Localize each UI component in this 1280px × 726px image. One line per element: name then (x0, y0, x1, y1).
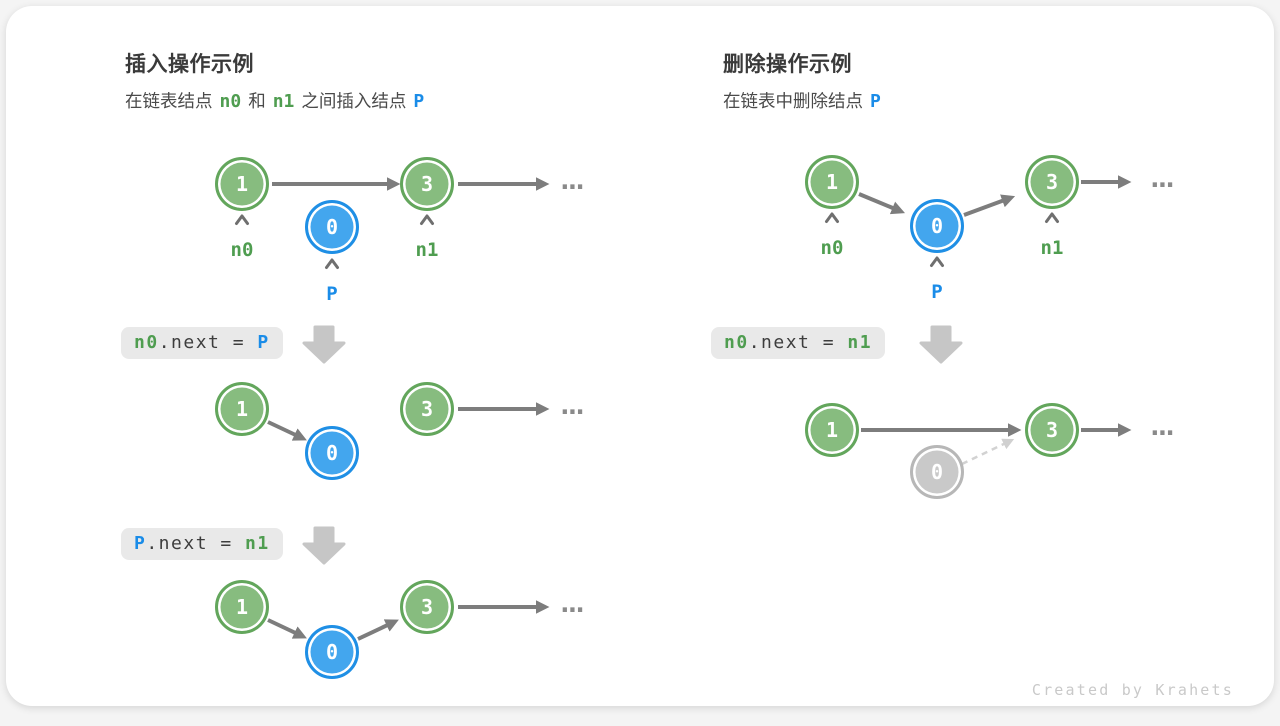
diagram-card: 插入操作示例 在链表结点 n0 和 n1 之间插入结点 P 1 3 0 ... n0 n1… (6, 6, 1274, 706)
subtitle-n0-ref: n0 (219, 91, 242, 112)
node-3: 3 (1025, 403, 1079, 457)
subtitle-p-ref: P (870, 91, 881, 112)
node-value: 0 (325, 215, 339, 239)
insert-panel-subtitle: 在链表结点 n0 和 n1 之间插入结点 P (125, 88, 431, 113)
node-value: 1 (825, 418, 839, 442)
node-value: 1 (235, 595, 249, 619)
node-value: 0 (325, 640, 339, 664)
node-1: 1 (215, 382, 269, 436)
node-value: 1 (235, 172, 249, 196)
label-p: P (326, 283, 338, 305)
code-n0-next-p: n0.next = P (121, 327, 283, 359)
label-p: P (931, 281, 943, 303)
code-p-next-n1: P.next = n1 (121, 528, 283, 560)
step-down-arrow-icons (302, 325, 963, 565)
ellipsis: ... (557, 391, 588, 421)
subtitle-n1-ref: n1 (272, 91, 295, 112)
ellipsis: ... (1147, 412, 1178, 442)
ellipsis: ... (557, 589, 588, 619)
node-p: 0 (305, 625, 359, 679)
node-value: 1 (825, 170, 839, 194)
code-mid: .next = (748, 332, 848, 353)
node-value: 3 (420, 172, 434, 196)
code-lhs: P (134, 533, 147, 554)
node-1: 1 (805, 155, 859, 209)
subtitle-text: 和 (248, 91, 266, 111)
code-mid: .next = (158, 332, 258, 353)
label-n0: n0 (230, 239, 254, 261)
delete-panel-title: 删除操作示例 (723, 53, 852, 76)
code-rhs: P (257, 332, 270, 353)
code-lhs: n0 (134, 332, 159, 353)
node-p: 0 (305, 426, 359, 480)
subtitle-text: 之间插入结点 (301, 91, 407, 111)
node-value: 3 (1045, 418, 1059, 442)
node-1: 1 (805, 403, 859, 457)
node-3: 3 (400, 382, 454, 436)
node-1: 1 (215, 157, 269, 211)
credit-text: Created by Krahets (1031, 681, 1234, 699)
code-rhs: n1 (847, 332, 873, 353)
node-3: 3 (400, 580, 454, 634)
node-value: 0 (930, 214, 944, 238)
ellipsis: ... (1147, 164, 1178, 194)
subtitle-p-ref: P (413, 91, 425, 112)
code-mid: .next = (146, 533, 246, 554)
node-value: 3 (420, 595, 434, 619)
node-value: 3 (420, 397, 434, 421)
node-value: 3 (1045, 170, 1059, 194)
subtitle-text: 在链表结点 (125, 91, 213, 111)
node-value: 1 (235, 397, 249, 421)
delete-stage1-arrows (858, 175, 1132, 217)
insert-panel-title: 插入操作示例 (125, 53, 254, 76)
label-n1: n1 (415, 239, 439, 261)
delete-panel-subtitle: 在链表中删除结点 P (723, 88, 888, 113)
label-n1: n1 (1040, 237, 1064, 259)
code-rhs: n1 (245, 533, 270, 554)
code-n0-next-n1: n0.next = n1 (711, 327, 886, 359)
arrows-layer (235, 175, 1132, 641)
label-n0: n0 (820, 237, 844, 259)
node-value: 0 (325, 441, 339, 465)
node-value: 0 (930, 460, 944, 484)
node-3: 3 (1025, 155, 1079, 209)
node-1: 1 (215, 580, 269, 634)
node-p: 0 (305, 200, 359, 254)
ellipsis: ... (557, 166, 588, 196)
code-lhs: n0 (724, 332, 749, 353)
subtitle-text: 在链表中删除结点 (723, 91, 863, 111)
removed-pointer-dashed-line (961, 438, 1015, 466)
node-p: 0 (910, 199, 964, 253)
node-p-removed: 0 (910, 445, 964, 499)
node-3: 3 (400, 157, 454, 211)
